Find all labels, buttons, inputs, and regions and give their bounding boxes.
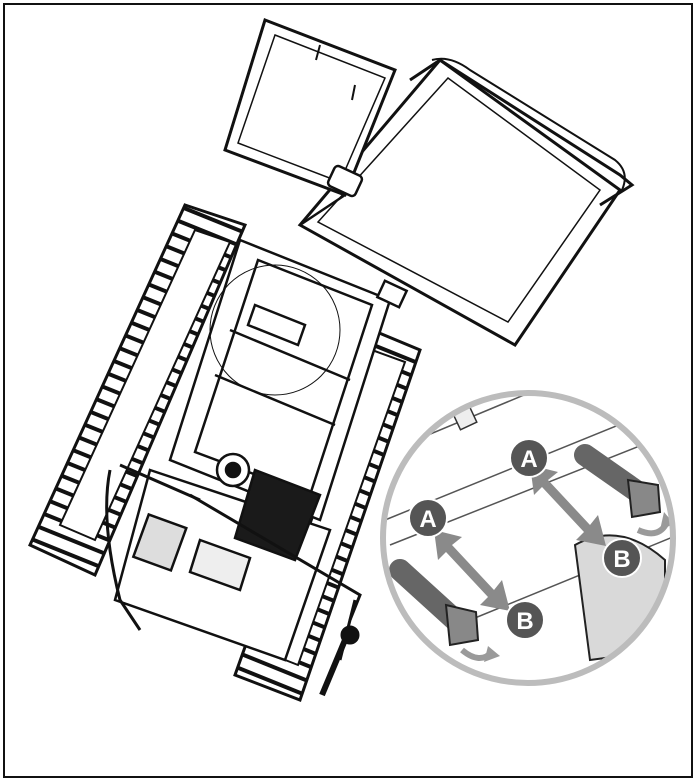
left-track xyxy=(28,203,248,578)
callout-letter: A xyxy=(520,446,537,473)
callout-B-bottom: B xyxy=(505,600,545,640)
rear-handle xyxy=(105,463,362,697)
hex-bolt xyxy=(389,559,480,647)
magnifier-detail xyxy=(380,390,676,686)
callout-letter: B xyxy=(516,608,533,635)
cargo-tray xyxy=(297,57,635,347)
callout-A-left: A xyxy=(408,498,448,538)
pivot-hinge xyxy=(299,164,409,309)
engine-assembly xyxy=(113,452,332,662)
magnifier-ring xyxy=(380,390,676,686)
callout-letter: A xyxy=(419,506,436,533)
engine-block xyxy=(233,468,322,562)
hex-bolt xyxy=(574,444,662,519)
callout-letter: B xyxy=(613,546,630,573)
double-arrow xyxy=(434,465,606,611)
callout-A-top: A xyxy=(509,438,549,478)
callout-B-right: B xyxy=(602,538,642,578)
